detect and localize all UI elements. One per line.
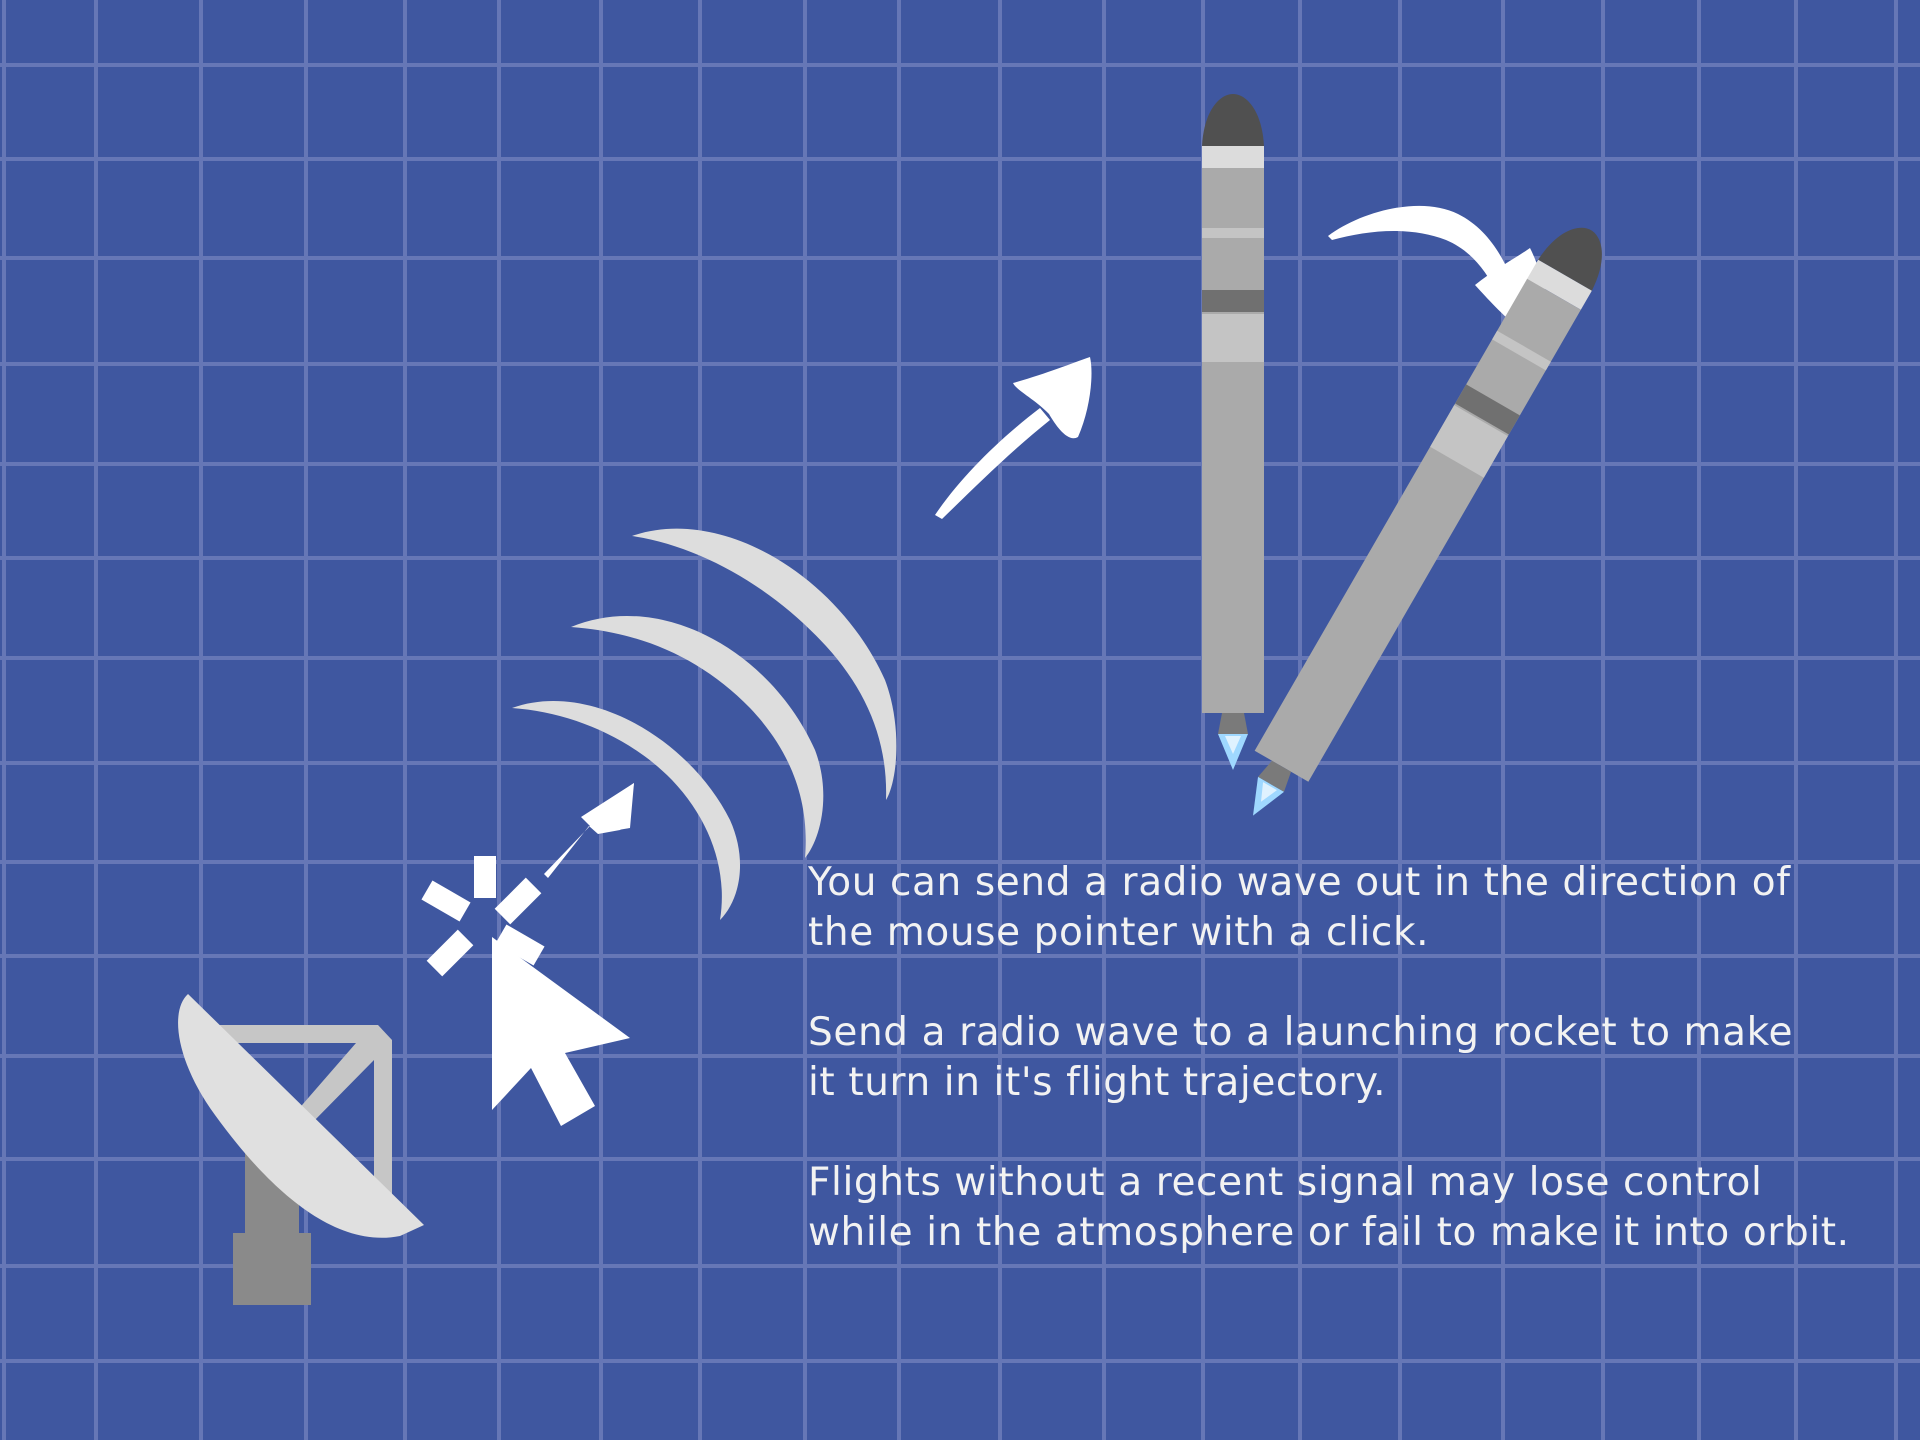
rocket-vertical-band-thin: [1202, 228, 1264, 238]
rocket-vertical-band-dark: [1202, 290, 1264, 312]
rocket-tilted-band-top: [1527, 259, 1592, 310]
radio-dish-icon: [178, 994, 424, 1305]
rocket-vertical-band-top: [1202, 146, 1264, 168]
rocket-vertical-flame-core: [1225, 736, 1241, 754]
dish-base: [233, 1233, 311, 1305]
launch-direction-arrow: [935, 357, 1092, 519]
rocket-tilted-band-thin: [1492, 330, 1551, 371]
rocket-vertical-nose: [1202, 94, 1264, 146]
rocket-vertical-engine: [1218, 713, 1248, 734]
radio-wave-2: [571, 615, 824, 858]
rocket-vertical-band-light: [1202, 314, 1264, 362]
instruction-signal-warning: Flights without a recent signal may lose…: [808, 1160, 1850, 1255]
radio-wave-icon: [512, 528, 897, 920]
rocket-tilted-band-light: [1430, 405, 1508, 478]
click-burst-icon: [421, 856, 545, 977]
rocket-tilted-nose: [1538, 227, 1602, 291]
rocket-tilted-engine: [1258, 760, 1292, 792]
signal-direction-arrow-head: [596, 783, 634, 830]
rocket-icon: [1202, 94, 1264, 770]
rocket-tilted-band-dark: [1455, 384, 1520, 435]
dish-reflector: [178, 994, 424, 1238]
radio-wave-3: [632, 528, 897, 800]
rocket-icon: [1253, 227, 1602, 816]
instruction-click-to-send: You can send a radio wave out in the dir…: [808, 860, 1791, 955]
instruction-turn-rocket: Send a radio wave to a launching rocket …: [808, 1010, 1794, 1105]
mouse-pointer-icon: [492, 937, 630, 1126]
instructions-text: You can send a radio wave out in the dir…: [808, 858, 1908, 1308]
rocket-tilted-flame-core: [1261, 782, 1277, 802]
rocket-vertical-body: [1202, 168, 1264, 713]
